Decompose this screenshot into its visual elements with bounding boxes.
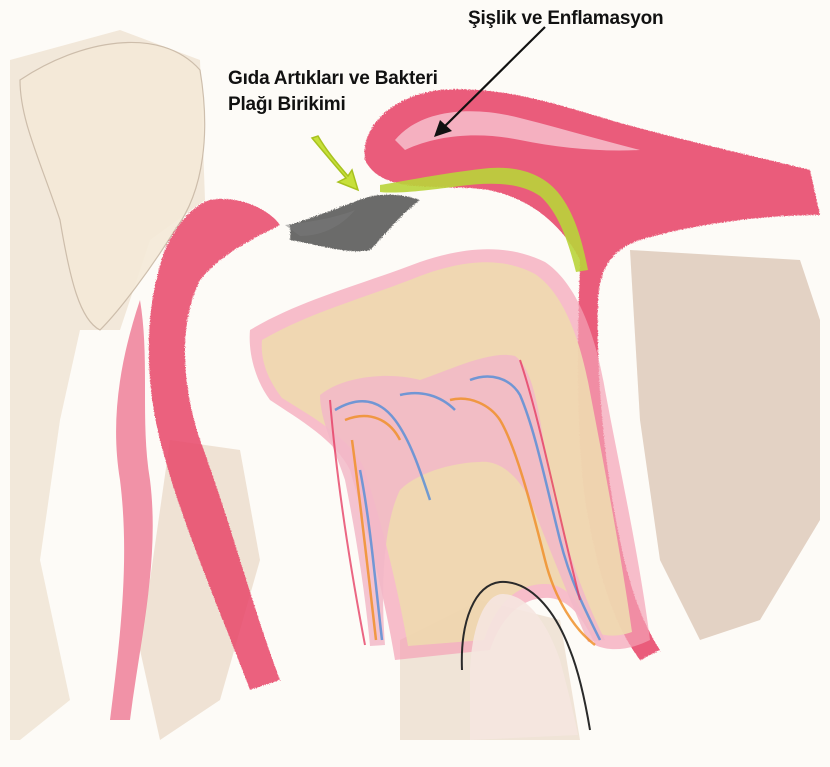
plaque-arrow-icon: [312, 136, 358, 190]
plaque-label: Gıda Artıkları ve Bakteri Plağı Birikimi: [228, 66, 438, 118]
plaque-label-line2: Plağı Birikimi: [228, 92, 438, 118]
swelling-label: Şişlik ve Enflamasyon: [468, 6, 663, 32]
bone-right: [630, 250, 820, 640]
plaque-label-line1: Gıda Artıkları ve Bakteri: [228, 66, 438, 92]
root-inner: [470, 594, 578, 740]
